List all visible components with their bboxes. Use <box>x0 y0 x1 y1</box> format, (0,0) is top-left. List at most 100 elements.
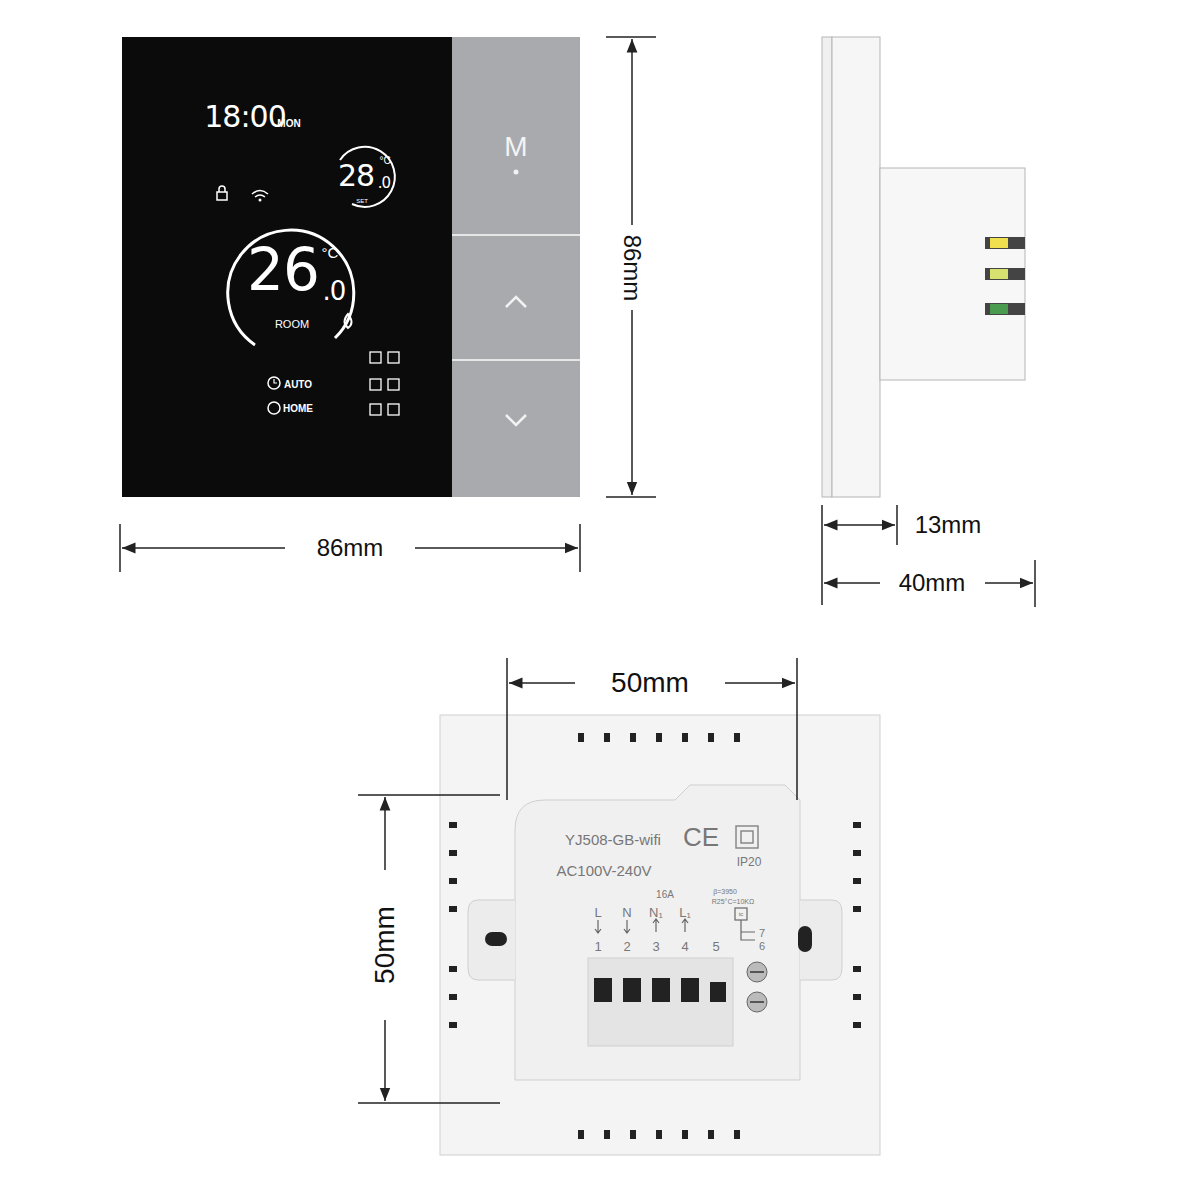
lock-shackle <box>219 186 225 192</box>
button-divider <box>452 359 580 361</box>
terminal-name: N₁ <box>649 906 663 919</box>
dimension-text: 50mm <box>371 906 399 984</box>
mode-icon <box>370 404 381 415</box>
terminal-slot <box>985 237 1025 249</box>
mode-tag: HOME <box>283 404 313 414</box>
extension-line <box>606 496 656 498</box>
vent-slot <box>656 1130 662 1139</box>
dimension-line <box>509 682 575 684</box>
dimension-line <box>122 547 285 549</box>
vent-slot <box>449 994 457 1000</box>
terminal-arrow <box>595 920 601 933</box>
vent-slot <box>449 1022 457 1028</box>
vent-slot <box>853 994 861 1000</box>
extension-line <box>796 658 798 800</box>
vent-slot <box>578 733 584 742</box>
terminal-number: 3 <box>652 940 659 953</box>
dimension-line <box>824 582 880 584</box>
clock-icon <box>268 377 280 389</box>
dimension-line <box>631 39 633 225</box>
mount-hole <box>485 932 507 946</box>
terminal-arrows <box>595 908 755 940</box>
side-dimensions <box>822 505 1035 607</box>
down-chevron <box>506 415 526 425</box>
terminal-arrow <box>624 920 630 933</box>
vent-slot <box>853 966 861 972</box>
vent-slot <box>449 906 457 912</box>
lock-icon <box>217 192 227 200</box>
up-chevron <box>506 297 526 307</box>
dimension-line <box>725 682 795 684</box>
vent-slot <box>449 878 457 884</box>
vent-slot <box>853 906 861 912</box>
vent-slot <box>656 733 662 742</box>
vent-slot <box>708 1130 714 1139</box>
terminal-clamps <box>594 978 726 1002</box>
button-dot <box>514 170 519 175</box>
terminal-clamp <box>652 978 670 1002</box>
terminal-name: L₁ <box>679 906 691 919</box>
room-temperature: 26 <box>247 241 319 299</box>
extension-line <box>1034 560 1036 607</box>
vent-slot <box>853 822 861 828</box>
terminal-number: 4 <box>681 940 688 953</box>
vent-slot <box>604 1130 610 1139</box>
double-insulation-symbol <box>741 831 753 843</box>
display-tag: SET <box>356 198 368 204</box>
sensor-tag: tc <box>739 911 744 917</box>
mode-icon <box>370 352 381 363</box>
terminal-number: 2 <box>623 940 630 953</box>
vent-slot <box>853 878 861 884</box>
dimension-text: 86mm <box>620 235 644 302</box>
extension-line <box>821 505 823 605</box>
terminal-arrow <box>653 919 659 932</box>
extension-line <box>579 524 581 572</box>
terminal-number: 5 <box>712 940 719 953</box>
terminal-clamp <box>681 978 699 1002</box>
ip-rating: IP20 <box>737 856 762 868</box>
clock-hands <box>274 379 277 383</box>
terminal-slot <box>990 238 1008 248</box>
back-box <box>880 168 1025 380</box>
extension-line <box>506 658 508 800</box>
room-ring <box>228 230 354 345</box>
mode-icon <box>370 379 381 390</box>
terminal-slot <box>990 304 1008 314</box>
terminal-block <box>588 958 733 1046</box>
extension-line <box>358 794 500 796</box>
mode-tag: AUTO <box>284 380 312 390</box>
decimal: .0 <box>378 176 390 191</box>
vent-slots <box>449 733 861 1139</box>
center-housing <box>515 785 800 1080</box>
back-view <box>440 715 880 1155</box>
set-temperature: 28 <box>338 161 374 191</box>
mode-icon <box>388 404 399 415</box>
vent-slot <box>708 733 714 742</box>
terminal-name: N <box>622 906 631 919</box>
extension-line <box>119 524 121 572</box>
front-dimensions <box>120 37 656 572</box>
vent-slot <box>449 850 457 856</box>
screw-slot <box>750 972 764 1002</box>
terminal-name: L <box>594 906 601 919</box>
sensor-wire <box>741 920 755 940</box>
display-panel <box>122 37 452 497</box>
display-tag: ROOM <box>275 319 309 330</box>
vent-slot <box>630 1130 636 1139</box>
decimal: .0 <box>323 278 346 304</box>
vent-slot <box>853 850 861 856</box>
terminal-clamp <box>594 978 612 1002</box>
side-view <box>822 37 1025 497</box>
terminal-slot <box>985 303 1025 315</box>
ce-mark: CE <box>683 824 719 850</box>
mode-icon <box>388 352 399 363</box>
mode-icons <box>370 352 399 415</box>
vent-slot <box>853 1022 861 1028</box>
dimension-line <box>384 1020 386 1101</box>
model-number: YJ508-GB-wifi <box>565 832 661 847</box>
terminal-number: 7 <box>759 928 765 939</box>
vent-slot <box>578 1130 584 1139</box>
vent-slot <box>682 733 688 742</box>
vent-slot <box>630 733 636 742</box>
vent-slot <box>449 966 457 972</box>
